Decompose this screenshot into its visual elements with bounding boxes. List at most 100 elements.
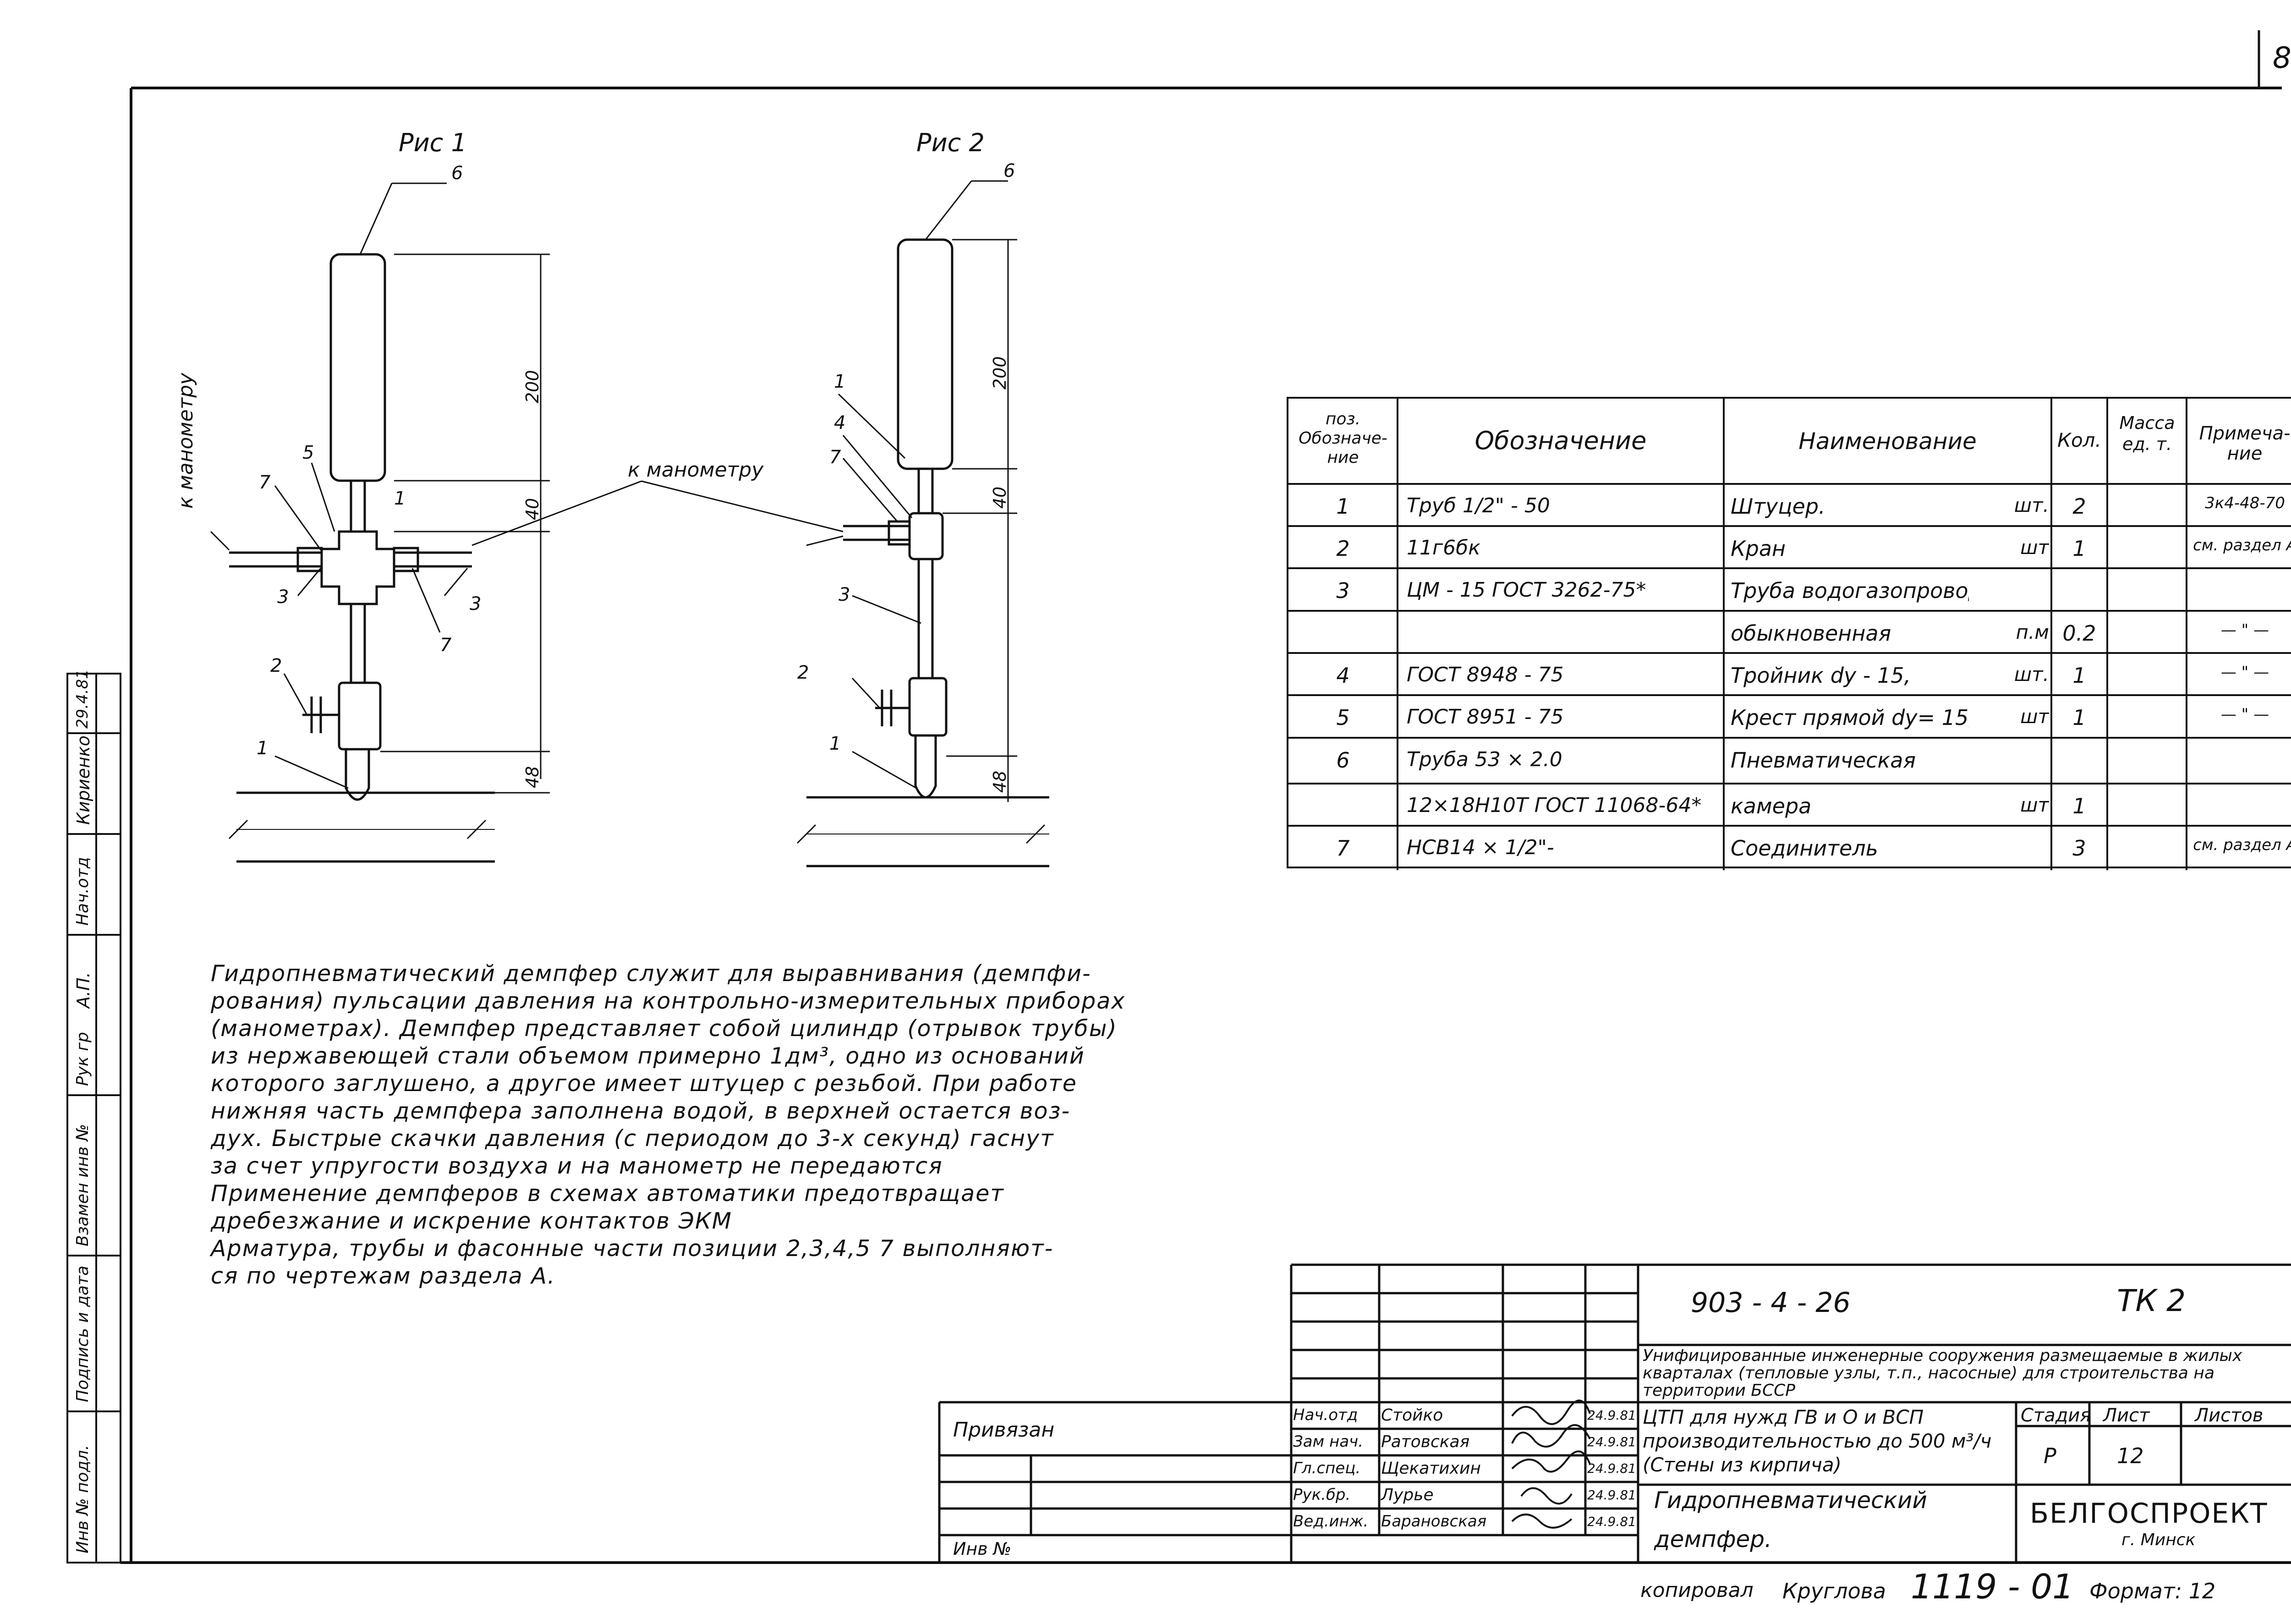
signer-name: Щекатихин — [1381, 1459, 1481, 1478]
description-line: рования) пульсации давления на контрольн… — [211, 988, 1126, 1014]
spec-cell-designation: 12×18Н10Т ГОСТ 11068-64* — [1407, 794, 1702, 817]
description-line: ся по чертежам раздела А. — [211, 1263, 556, 1289]
spec-cell-designation: ГОСТ 8951 - 75 — [1407, 705, 1564, 729]
spec-cell-name: камера — [1731, 794, 1812, 818]
signer-name: Барановская — [1381, 1512, 1487, 1531]
spec-header-note: Примеча- ние — [2199, 423, 2291, 464]
spec-cell-unit: шт — [2020, 794, 2049, 816]
spec-cell-pos: 3 — [1336, 578, 1350, 603]
spec-header-designation: Обозначение — [1474, 426, 1647, 455]
object-line: производительностью до 500 м³/ч — [1643, 1430, 1992, 1452]
spec-cell-pos: 1 — [1336, 494, 1350, 519]
drawing-title: демпфер. — [1654, 1526, 1772, 1553]
figure-2-label: Рис 2 — [916, 128, 985, 157]
fig1-callout: 3 — [470, 593, 482, 614]
description-line: Арматура, трубы и фасонные части позиции… — [211, 1235, 1054, 1262]
spec-cell-pos: 6 — [1336, 748, 1350, 773]
stamp-label-replace: Взамен инв № — [73, 1124, 92, 1246]
figure-2-drawing — [641, 180, 1049, 867]
spec-cell-note: см. раздел А — [2193, 836, 2291, 854]
description-line: Применение демпферов в схемах автоматики… — [211, 1180, 1004, 1207]
drawing-title: Гидропневматический — [1654, 1487, 1927, 1514]
signer-role: Нач.отд — [1293, 1406, 1358, 1424]
fig2-callout: 7 — [829, 447, 841, 468]
spec-header-name: Наименование — [1798, 428, 1977, 455]
signer-role: Зам нач. — [1293, 1432, 1364, 1451]
spec-cell-unit: шт — [2020, 536, 2049, 559]
spec-cell-name: Крест прямой dу= 15, — [1731, 705, 1969, 730]
stamp-value: 29.4.81 — [73, 669, 92, 729]
project-title: Унифицированные инженерные сооружения ра… — [1643, 1346, 2242, 1400]
spec-cell-designation: 11г6бк — [1407, 536, 1480, 560]
fig1-callout: 5 — [302, 442, 314, 463]
signer-name: Ратовская — [1381, 1432, 1470, 1451]
spec-cell-qty: 1 — [2072, 663, 2086, 688]
organization-city: г. Минск — [2121, 1531, 2196, 1549]
fig2-damper-cylinder — [897, 238, 954, 470]
description-line: нижняя часть демпфера заполнена водой, в… — [211, 1098, 1071, 1124]
figure-1-label: Рис 1 — [399, 128, 467, 157]
spec-cell-qty: 1 — [2072, 536, 2086, 561]
project-code: 903 - 4 - 26 — [1691, 1287, 1851, 1319]
fig2-callout: 2 — [797, 662, 809, 683]
object-line: ЦТП для нужд ГВ и О и ВСП — [1643, 1406, 1924, 1428]
spec-cell-pos: 7 — [1336, 836, 1350, 861]
description-line: которого заглушено, а другое имеет штуце… — [211, 1070, 1077, 1097]
spec-cell-pos: 5 — [1336, 705, 1350, 730]
copied-by: Круглова — [1782, 1579, 1886, 1603]
signer-date: 24.9.81 — [1587, 1487, 1636, 1503]
spec-cell-qty: 1 — [2072, 705, 2086, 730]
stamp-label-group-head: Рук гр — [73, 1032, 92, 1086]
spec-cell-unit: шт — [2020, 705, 2049, 728]
description-text: Гидропневматический демпфер служит для в… — [211, 960, 1265, 1290]
spec-cell-name: Тройник dу - 15, — [1731, 663, 1911, 688]
spec-header-qty: Кол. — [2057, 429, 2101, 451]
stage-value: Р — [2044, 1443, 2056, 1468]
fig2-callout: 3 — [839, 584, 850, 605]
sheets-header: Листов — [2195, 1405, 2264, 1426]
stage-header: Стадия — [2021, 1405, 2091, 1426]
fig1-valve — [338, 681, 382, 751]
spec-cell-note: 3к4-48-70 — [2205, 494, 2285, 512]
fig1-callout: 3 — [277, 587, 289, 608]
signer-date: 24.9.81 — [1587, 1461, 1636, 1476]
spec-cell-qty: 2 — [2072, 494, 2086, 519]
fig2-callout: 1 — [834, 371, 846, 392]
fig1-callout: 7 — [440, 635, 452, 656]
spec-cell-name: Штуцер. — [1731, 494, 1825, 519]
spec-cell-designation: ГОСТ 8948 - 75 — [1407, 663, 1564, 686]
spec-cell-designation: Труба 53 × 2.0 — [1407, 748, 1562, 771]
sheet-header: Лист — [2103, 1405, 2150, 1426]
spec-cell-name: Труба водогазопроводная — [1731, 578, 1969, 603]
spec-cell-designation: ЦМ - 15 ГОСТ 3262-75* — [1407, 578, 1646, 602]
spec-cell-note: — " — — [2220, 705, 2269, 724]
signer-role: Вед.инж. — [1293, 1512, 1369, 1531]
sheet-frame — [121, 87, 2291, 1564]
signer-date: 24.9.81 — [1587, 1408, 1636, 1423]
fig1-cross-fitting — [320, 530, 395, 605]
stamp-label-sign-date: Подпись и дата — [73, 1265, 92, 1402]
signer-date: 24.9.81 — [1587, 1434, 1636, 1449]
privyazan-label: Привязан — [953, 1418, 1055, 1442]
description-line: дух. Быстрые скачки давления (с периодом… — [211, 1125, 1054, 1152]
signer-role: Рук.бр. — [1293, 1486, 1351, 1504]
fig2-dim: 200 — [990, 356, 1010, 390]
stamp-value: Кириенко — [73, 735, 93, 825]
signer-name: Стойко — [1381, 1406, 1443, 1425]
specification-table: поз. Обозначе- ние Обозначение Наименова… — [1287, 397, 2291, 870]
fig2-callout: 6 — [1003, 160, 1015, 181]
spec-cell-note: — " — — [2220, 621, 2269, 639]
spec-cell-pos: 2 — [1336, 536, 1350, 561]
spec-cell-designation: НСВ14 × 1/2"- — [1407, 836, 1554, 859]
spec-cell-unit: шт. — [2014, 494, 2049, 516]
object-line: (Стены из кирпича) — [1643, 1454, 1842, 1476]
signer-role: Гл.спец. — [1293, 1459, 1361, 1477]
figure-1-drawing — [210, 182, 642, 863]
description-line: за счет упругости воздуха и на манометр … — [211, 1153, 943, 1179]
fig1-dim: 48 — [522, 766, 543, 788]
stamp-label-inv: Инв № подл. — [73, 1445, 92, 1553]
fig2-valve — [908, 677, 948, 737]
sheet-mark: ТК 2 — [2117, 1283, 2186, 1318]
spec-cell-unit: шт. — [2014, 663, 2049, 686]
